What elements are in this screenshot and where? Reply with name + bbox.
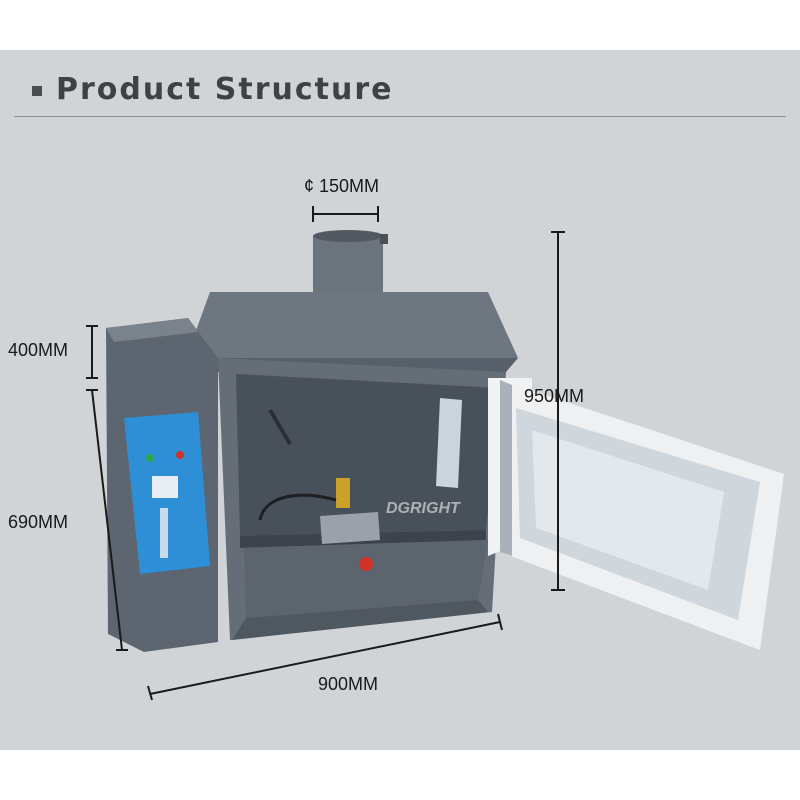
- watermark: DGRIGHT: [386, 500, 460, 517]
- dimension-total-height: 950MM: [524, 386, 585, 406]
- cabinet-body: [218, 358, 506, 640]
- flowmeter: [160, 508, 168, 558]
- power-indicator: [176, 451, 184, 459]
- timer-display: [152, 476, 178, 498]
- open-door: [488, 378, 784, 650]
- section-header: Product Structure: [0, 50, 800, 140]
- dimension-width: 900MM: [318, 674, 379, 694]
- dimension-hood-height: 400MM: [8, 340, 69, 360]
- dimension-cabinet-height: 690MM: [8, 512, 69, 532]
- chimney: [313, 230, 388, 298]
- page-title: Product Structure: [56, 72, 394, 107]
- drawer-knob: [359, 557, 373, 571]
- dimension-lines: [86, 206, 565, 701]
- dimension-chimney-diameter: ¢ 150MM: [304, 176, 380, 196]
- burner: [336, 478, 350, 508]
- header-divider: [14, 116, 786, 117]
- header-bullet-icon: [32, 86, 42, 96]
- control-panel: [124, 412, 210, 574]
- indicator-light: [146, 454, 154, 462]
